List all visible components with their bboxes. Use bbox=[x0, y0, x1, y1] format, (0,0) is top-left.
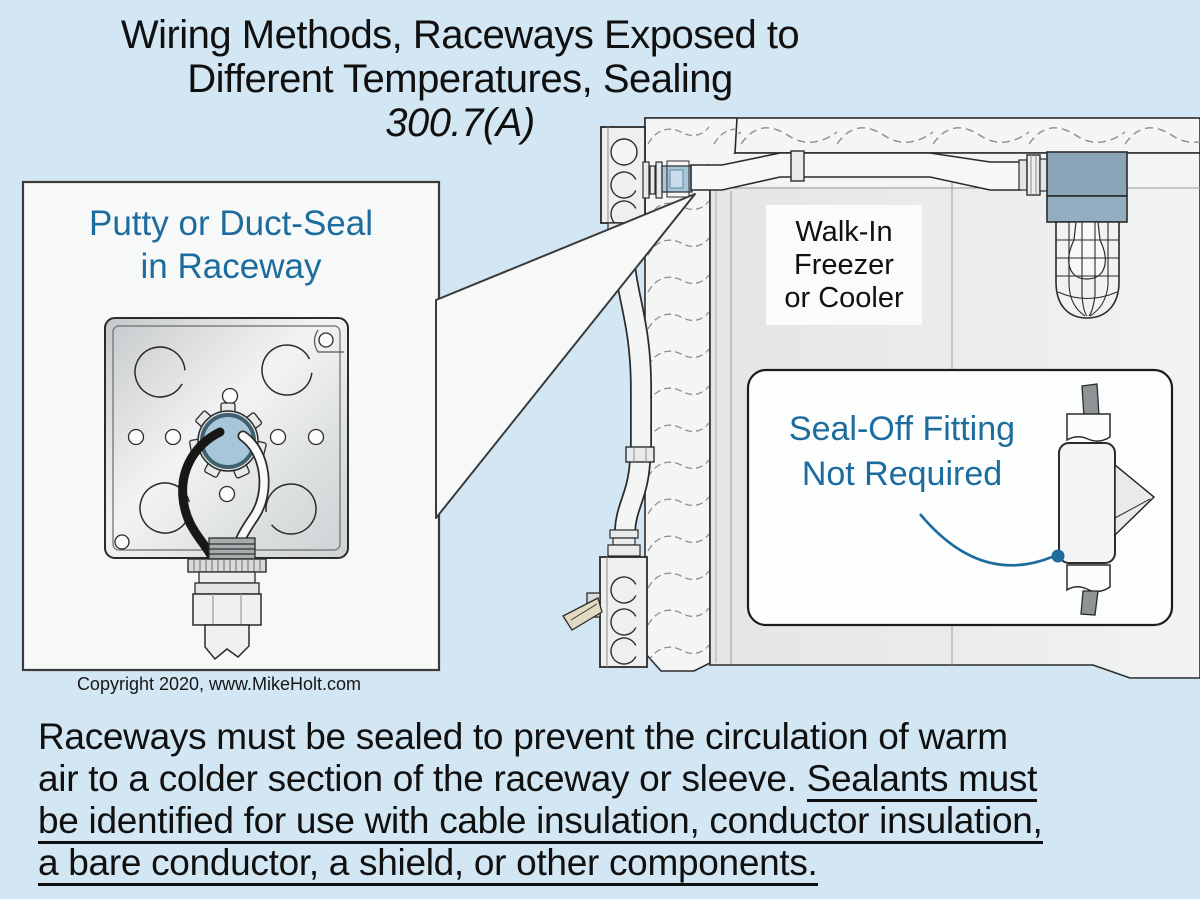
callout-leader bbox=[919, 513, 1065, 567]
freezer-label-line3: or Cooler bbox=[784, 282, 904, 314]
screw-hole bbox=[318, 332, 334, 348]
putty-callout-line2: in Raceway bbox=[140, 247, 322, 286]
bulb-cage bbox=[1055, 221, 1120, 319]
callout-pointer bbox=[435, 193, 696, 519]
conduit-connector bbox=[187, 537, 267, 661]
fixture-connector bbox=[1018, 154, 1049, 196]
junction-box-illustration bbox=[104, 317, 349, 661]
body-line-2-underlined: Sealants must bbox=[806, 758, 1037, 802]
freezer-label-line2: Freezer bbox=[794, 249, 894, 281]
code-reference: 300.7(A) bbox=[385, 101, 535, 145]
body-line-2-normal: air to a colder section of the raceway o… bbox=[38, 758, 807, 799]
seal-callout-line2: Not Required bbox=[801, 455, 1003, 493]
exterior-switch-box bbox=[562, 556, 648, 668]
horizontal-conduit bbox=[690, 150, 1049, 196]
freezer-label: Walk-In Freezer or Cooler bbox=[766, 205, 922, 325]
duct-seal-highlight bbox=[642, 160, 693, 199]
leader-curve bbox=[919, 513, 1053, 567]
leader-dot bbox=[1051, 549, 1065, 563]
seal-callout-title: Seal-Off Fitting Not Required bbox=[752, 407, 1052, 497]
body-line-2: air to a colder section of the raceway o… bbox=[38, 758, 1188, 802]
freezer-label-line1: Walk-In bbox=[795, 216, 893, 248]
black-wire bbox=[178, 427, 225, 562]
putty-callout-title: Putty or Duct-Seal in Raceway bbox=[23, 202, 439, 288]
body-line-4: a bare conductor, a shield, or other com… bbox=[38, 842, 1188, 886]
body-line-3: be identified for use with cable insulat… bbox=[38, 800, 1188, 844]
seal-off-fitting bbox=[1058, 383, 1156, 616]
toggle-switch bbox=[562, 592, 603, 631]
copyright-text: Copyright 2020, www.MikeHolt.com bbox=[76, 674, 362, 694]
body-paragraph: Raceways must be sealed to prevent the c… bbox=[38, 716, 1188, 886]
page-title-line1: Wiring Methods, Raceways Exposed to bbox=[120, 13, 800, 57]
putty-callout-line1: Putty or Duct-Seal bbox=[89, 204, 373, 243]
page-title: Wiring Methods, Raceways Exposed to Diff… bbox=[40, 13, 880, 145]
page-title-line2: Different Temperatures, Sealing bbox=[187, 57, 733, 101]
light-fixture bbox=[1046, 151, 1128, 319]
body-line-1: Raceways must be sealed to prevent the c… bbox=[38, 716, 1008, 757]
screw-hole bbox=[114, 534, 130, 550]
seal-callout-line1: Seal-Off Fitting bbox=[788, 410, 1016, 448]
